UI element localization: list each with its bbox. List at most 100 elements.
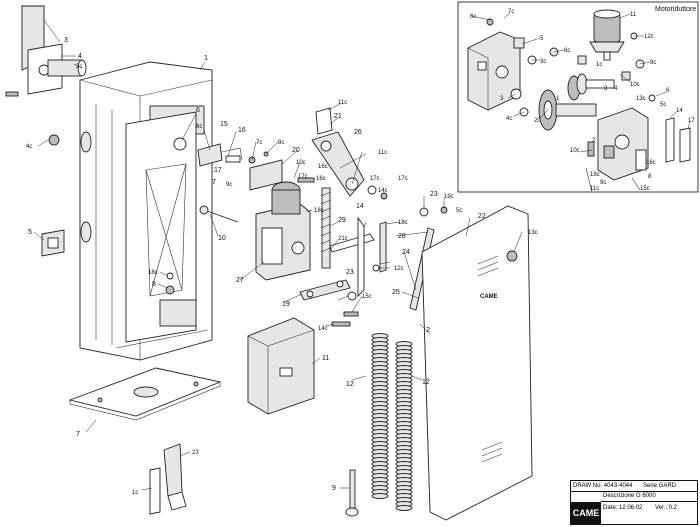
access-cover-5 xyxy=(41,229,65,257)
mounting-bracket xyxy=(5,5,87,97)
part-label: 9c xyxy=(226,182,232,188)
inset-label: 13c xyxy=(636,96,646,102)
part-label: 23 xyxy=(192,450,199,456)
part-label: 14c xyxy=(318,326,328,332)
part-label: 12c xyxy=(394,266,404,272)
inset-label: 4c xyxy=(506,116,512,122)
part-label: 14 xyxy=(356,203,364,210)
balancing-springs xyxy=(371,333,413,511)
part-label: 14c xyxy=(378,188,388,194)
part-label: 1c xyxy=(132,490,138,496)
part-label: 8 xyxy=(152,281,156,288)
inset-label: 16c xyxy=(646,160,656,166)
part-label: 28 xyxy=(398,233,406,240)
part-label: 7 xyxy=(76,431,80,438)
inset-label: 5c xyxy=(660,102,666,108)
part-label: 6c xyxy=(196,124,202,130)
gearbox-casing xyxy=(467,31,521,111)
front-cover-panel: CAME xyxy=(421,205,533,521)
title-block: DRAW No. 4043-4044 Serie GARD Descrizion… xyxy=(570,480,698,525)
description: Descrizione G 6000 xyxy=(601,491,697,502)
inset-label: 6c xyxy=(470,14,476,20)
part-label: 21 xyxy=(334,113,342,120)
bolts-group xyxy=(165,177,471,327)
part-label: 25 xyxy=(392,289,400,296)
part-label: 2 xyxy=(426,327,430,334)
inset-label: 5 xyxy=(540,36,544,42)
main-leaders xyxy=(33,19,523,491)
part-label: 22 xyxy=(478,213,486,220)
part-label: 8c xyxy=(278,140,284,146)
part-label: 7 xyxy=(212,179,216,186)
part-label: 18c xyxy=(314,208,324,214)
part-label: 16c xyxy=(316,176,326,182)
inset-label: 1 xyxy=(556,96,560,102)
part-label: 24 xyxy=(402,249,410,256)
inset-label: 10c xyxy=(630,82,640,88)
part-label: 19c xyxy=(444,194,454,200)
inset-label: 3c xyxy=(540,59,546,65)
part-label: 21c xyxy=(338,236,348,242)
lever-19 xyxy=(299,279,351,301)
part-label: 17 xyxy=(214,167,222,174)
part-label: 17c xyxy=(298,174,308,180)
inset-label: 10c xyxy=(570,148,580,154)
inset-label: 3 xyxy=(500,96,504,102)
part-label: 18c xyxy=(148,270,158,276)
spring-coil xyxy=(395,505,413,511)
motor xyxy=(589,9,625,61)
inset-label: 15c xyxy=(640,186,650,192)
lever-assembly xyxy=(197,143,269,223)
base-plate xyxy=(68,367,222,421)
inset-leaders xyxy=(471,12,691,153)
spring-rods xyxy=(321,187,387,298)
part-label: 18c xyxy=(398,220,408,226)
part-label: 17c xyxy=(370,176,380,182)
inset-label: 20 xyxy=(534,118,541,124)
inset-label: 6 xyxy=(666,88,670,94)
part-label: 4c xyxy=(26,144,32,150)
foundation-anchor xyxy=(149,443,187,515)
part-label: 10c xyxy=(296,160,306,166)
part-label: 5c xyxy=(456,208,462,214)
inset-label: 2 xyxy=(592,138,596,144)
part-label: 11c xyxy=(378,150,387,156)
inset-label: 9c xyxy=(600,180,606,186)
part-label: 9 xyxy=(332,485,336,492)
version: Ver.: 0.2 xyxy=(655,505,678,511)
part-label: 5 xyxy=(28,229,32,236)
control-box xyxy=(247,317,315,415)
crank-arm-26 xyxy=(311,107,365,197)
part-label: 26 xyxy=(354,129,362,136)
part-label: 12 xyxy=(422,379,430,386)
inset-label: 7c xyxy=(508,9,514,15)
part-label: 23 xyxy=(430,191,438,198)
inset-label: 1c xyxy=(596,62,602,68)
eyebolt-9 xyxy=(345,469,359,517)
inset-label: 14 xyxy=(676,108,683,114)
part-label: 10 xyxy=(218,235,226,242)
part-label: 20 xyxy=(292,147,300,154)
inset-title: Motoriduttore xyxy=(655,6,696,13)
part-label: 11 xyxy=(322,355,329,362)
part-label: 7c xyxy=(256,140,262,146)
gearmotor-unit xyxy=(255,181,311,281)
part-label: 13c xyxy=(528,230,538,236)
housing-brand: CAME xyxy=(480,294,498,300)
inset-label: 11 xyxy=(630,12,637,18)
part-label: 2c xyxy=(76,64,82,70)
inset-label: 12c xyxy=(644,34,654,40)
part-label: 3 xyxy=(64,37,68,44)
part-label: 11c xyxy=(338,100,347,106)
series-name: Serie GARD xyxy=(643,483,677,489)
date: Date: 12.06.02 xyxy=(603,505,643,511)
gearbox-cover xyxy=(597,107,691,181)
part-label: 16 xyxy=(238,127,246,134)
spring-coil xyxy=(371,493,389,499)
cabinet-body xyxy=(79,61,213,361)
inset-label: 8 xyxy=(648,174,652,180)
part-label: 1 xyxy=(204,55,208,62)
title-row-1: DRAW No. 4043-4044 Serie GARD xyxy=(571,481,697,492)
part-label: 29 xyxy=(338,217,346,224)
